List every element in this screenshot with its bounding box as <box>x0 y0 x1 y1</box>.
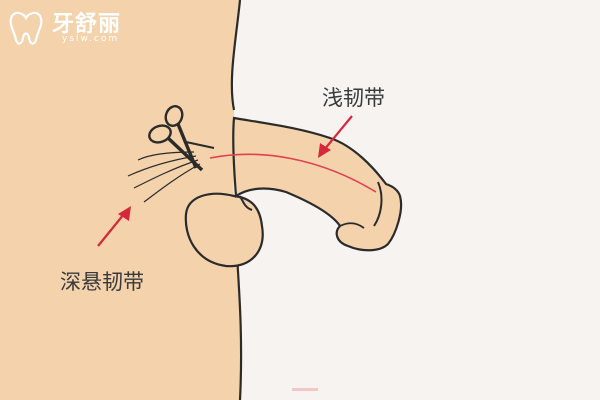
glans-tip-line <box>339 222 365 229</box>
scrotum-shape <box>184 192 264 268</box>
arrow-shallow <box>318 115 353 158</box>
glans-line <box>373 181 383 227</box>
watermark-subtitle: yslw.com <box>62 34 120 44</box>
scrotum-crease <box>239 195 253 211</box>
scissors-icon <box>148 105 215 172</box>
tooth-logo-icon <box>9 11 43 45</box>
watermark: 牙舒丽 yslw.com <box>6 4 146 50</box>
frenulum-line <box>209 153 377 193</box>
shaft-shape <box>232 116 403 252</box>
torso-skin <box>0 0 242 400</box>
arrow-deep <box>97 206 131 247</box>
bottom-mark <box>292 388 318 391</box>
label-deep-suspensory-ligament: 深悬韧带 <box>60 270 144 294</box>
label-shallow-frenulum: 浅韧带 <box>322 86 385 110</box>
watermark-title: 牙舒丽 <box>52 11 122 37</box>
